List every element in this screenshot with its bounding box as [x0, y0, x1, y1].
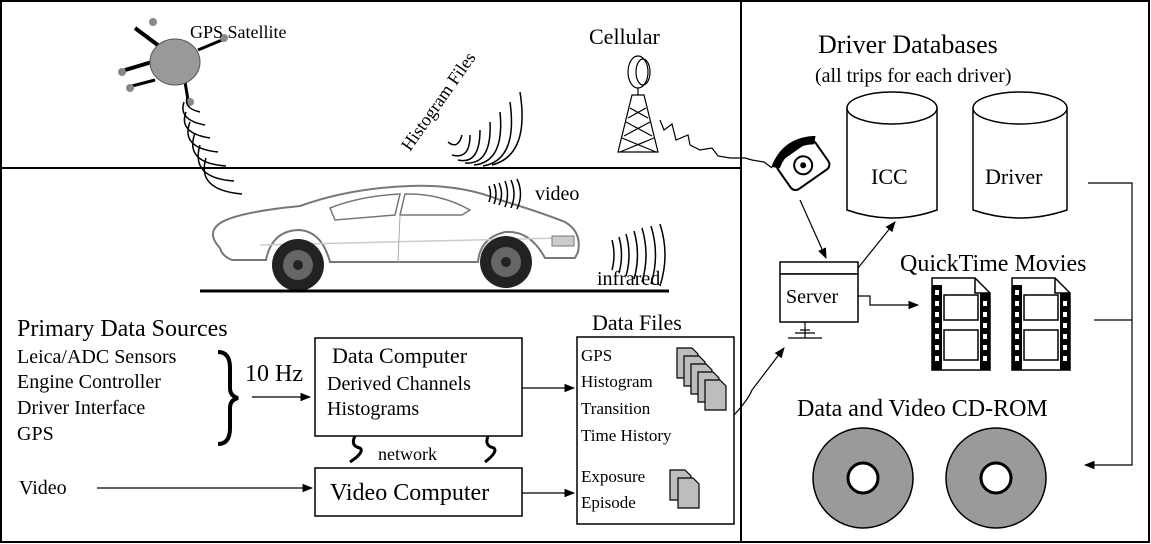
cell-tower-icon — [617, 55, 659, 153]
data-file-item: Histogram — [581, 372, 653, 391]
cellular-label: Cellular — [589, 24, 661, 49]
database-label-icc: ICC — [871, 164, 908, 189]
database-icon — [972, 91, 1068, 219]
network-link-left — [349, 435, 363, 464]
source-item: GPS — [17, 423, 54, 445]
infrared-label: infrared — [597, 268, 660, 290]
network-label: network — [378, 444, 437, 464]
document-stack-icon — [676, 347, 727, 411]
telephone-icon — [771, 135, 831, 192]
driver-databases-subtitle: (all trips for each driver) — [815, 65, 1012, 87]
server-to-movies-arrow — [858, 295, 920, 310]
film-icon — [931, 277, 991, 371]
video-computer-box — [314, 467, 523, 517]
source-item: Driver Interface — [17, 397, 145, 419]
files-to-server-arrow — [733, 347, 785, 416]
data-file-item: Exposure — [581, 467, 645, 486]
source-item: Leica/ADC Sensors — [17, 346, 177, 368]
data-file-item: Time History — [581, 426, 672, 445]
database-icon — [846, 91, 938, 219]
primary-sources-title: Primary Data Sources — [17, 316, 228, 342]
cdrom-title: Data and Video CD-ROM — [797, 396, 1048, 422]
server-icon — [779, 261, 859, 339]
data-computer-title: Data Computer — [332, 343, 468, 368]
server-to-db-arrow — [857, 221, 896, 269]
database-label-driver: Driver — [985, 164, 1043, 189]
video-input-label: Video — [19, 477, 67, 499]
server-label: Server — [786, 286, 839, 308]
network-link-right — [484, 435, 497, 464]
satellite-icon — [118, 18, 228, 106]
film-icon — [1011, 277, 1071, 371]
satellite-label: GPS Satellite — [190, 22, 287, 42]
video-label: video — [535, 183, 579, 205]
driver-databases-title: Driver Databases — [818, 30, 998, 59]
data-computer-line: Histograms — [327, 398, 419, 420]
histogram-files-label: Histogram Files — [397, 48, 480, 154]
histogram-signal-waves — [447, 91, 523, 167]
brace-symbol — [217, 350, 239, 446]
satellite-signal-waves — [182, 94, 243, 195]
disc-icon — [945, 427, 1047, 529]
quicktime-title: QuickTime Movies — [900, 251, 1086, 277]
data-computer-line: Derived Channels — [327, 373, 471, 395]
disc-icon — [812, 427, 914, 529]
data-files-title: Data Files — [592, 310, 682, 335]
infrared-signal-waves — [611, 223, 666, 287]
to-cdrom-arrow — [1083, 182, 1133, 470]
phone-to-server-arrow — [799, 199, 827, 259]
data-file-item: GPS — [581, 346, 612, 365]
video-signal-waves — [488, 178, 522, 210]
source-item: Engine Controller — [17, 371, 161, 393]
rate-label: 10 Hz — [245, 361, 303, 387]
data-file-item: Transition — [581, 399, 651, 418]
video-computer-title: Video Computer — [330, 480, 489, 506]
document-stack-icon — [669, 469, 700, 509]
car-icon — [212, 184, 580, 291]
data-file-item: Episode — [581, 493, 636, 512]
data-computer-box — [314, 337, 523, 437]
